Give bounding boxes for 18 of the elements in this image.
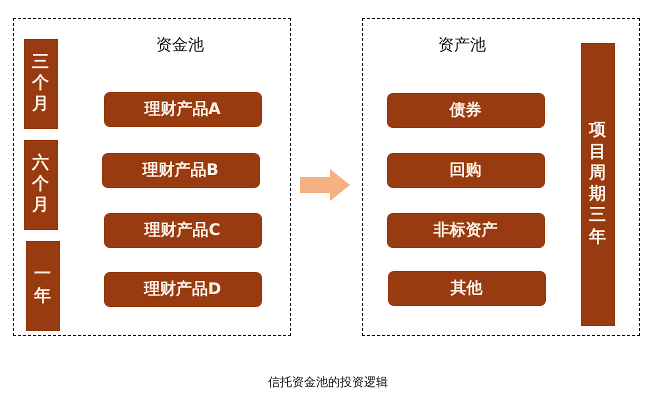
dashed-group-frame: [362, 18, 640, 336]
item-box: 理财产品B: [102, 152, 260, 188]
caption: 信托资金池的投资逻辑: [267, 374, 389, 391]
item-box: 理财产品C: [104, 212, 262, 248]
item-box: 其他: [388, 270, 546, 306]
period-bar: 三个月: [24, 38, 58, 128]
period-bar: 一年: [26, 240, 60, 330]
group-heading: 资金池: [156, 35, 204, 56]
item-box: 非标资产: [386, 212, 544, 248]
period-bar: 六个月: [24, 140, 58, 230]
item-box: 理财产品D: [104, 272, 262, 306]
item-box: 回购: [386, 152, 544, 188]
dashed-group-frame: [13, 18, 291, 336]
item-box: 债券: [386, 92, 544, 128]
item-box: 理财产品A: [104, 92, 262, 126]
block-arrow: [300, 169, 350, 201]
period-bar: 项目周期三年: [580, 42, 614, 326]
group-heading: 资产池: [438, 35, 486, 56]
